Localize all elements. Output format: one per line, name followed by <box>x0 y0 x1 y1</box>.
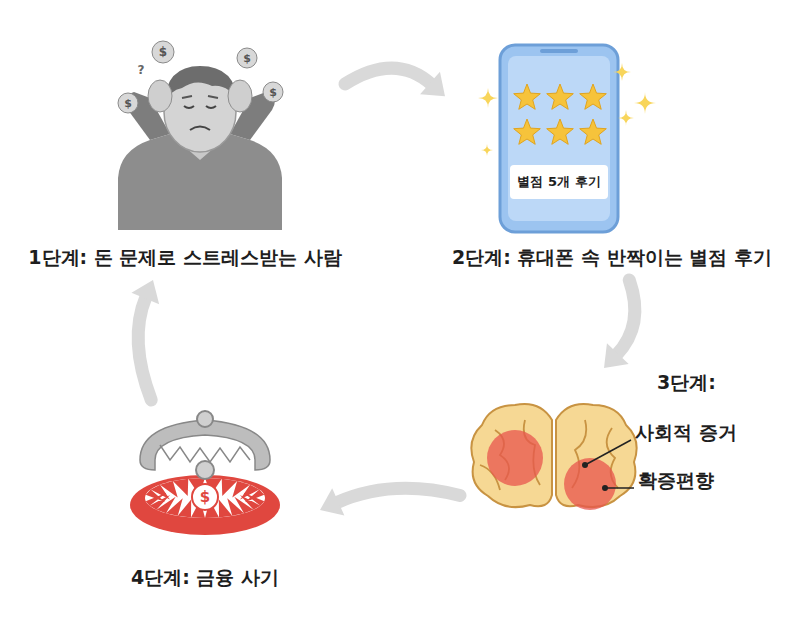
star <box>547 84 574 109</box>
phone-label: 별점 5개 후기 <box>517 173 600 191</box>
stage-caption: 3단계: <box>657 370 716 396</box>
arrow-head <box>131 280 159 304</box>
stage-node: 별점 5개 후기 2단계: 휴대폰 속 반짝이는 별점 후기 <box>445 35 780 280</box>
cycle-arrow <box>345 68 445 96</box>
arrow-head <box>420 72 445 96</box>
star <box>580 84 607 109</box>
symbol-label: $ <box>124 98 132 109</box>
arrow-head <box>604 343 629 368</box>
sparkle <box>613 63 631 81</box>
cycle-arrow <box>320 488 460 515</box>
callout-text: 사회적 증거 <box>635 420 737 446</box>
sparkle <box>478 88 498 108</box>
arrow-head <box>320 488 344 515</box>
symbol-label: $ <box>200 490 210 505</box>
stressed-person <box>118 41 283 230</box>
symbol-label: $ <box>269 87 277 98</box>
stars <box>514 84 607 144</box>
stage-caption: 2단계: 휴대폰 속 반짝이는 별점 후기 <box>452 245 772 271</box>
star <box>580 119 607 144</box>
sparkle <box>634 92 656 114</box>
arrow-line <box>616 280 634 355</box>
arrow-line <box>336 488 460 502</box>
star <box>547 119 574 144</box>
sparkles <box>478 63 656 156</box>
symbol-label: $ <box>159 46 167 58</box>
arrow-line <box>138 297 151 400</box>
callout-text: 확증편향 <box>638 468 714 494</box>
cycle-arrow <box>131 280 159 400</box>
sparkle <box>618 110 634 126</box>
sparkle <box>481 144 493 156</box>
stage-node: 1단계: 돈 문제로 스트레스받는 사람 <box>25 35 345 280</box>
stage-caption: 1단계: 돈 문제로 스트레스받는 사람 <box>28 245 341 271</box>
star <box>514 119 541 144</box>
symbol-label: ? <box>138 64 145 76</box>
stage-node: 3단계: 사회적 증거확증편향 <box>460 368 780 518</box>
phone <box>500 45 618 232</box>
cycle-arrow <box>604 280 635 368</box>
bear-trap <box>130 411 280 535</box>
symbol-label: $ <box>243 53 251 64</box>
brain <box>471 404 636 510</box>
arrow-line <box>345 68 432 84</box>
star <box>514 84 541 109</box>
stage-caption: 4단계: 금융 사기 <box>131 565 279 591</box>
